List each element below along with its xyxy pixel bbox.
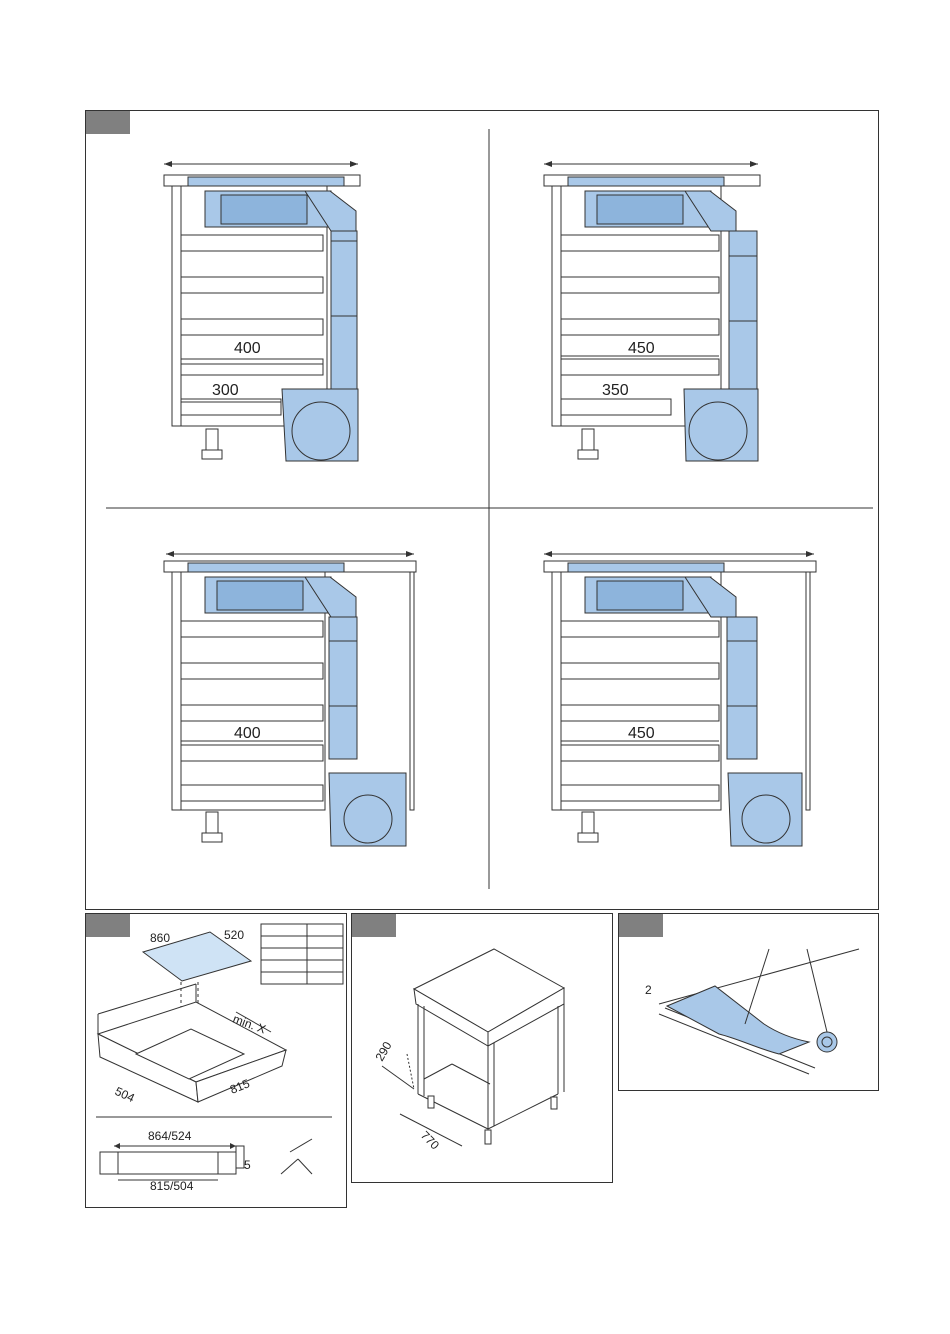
spec-table <box>261 924 343 984</box>
figure-1-drawing: 400 300 <box>86 111 880 911</box>
hob-depth-label: 520 <box>224 928 244 942</box>
figure-1-frame: 400 300 <box>85 110 879 910</box>
panel-a-dim-upper: 400 <box>234 340 261 357</box>
panel-c-cabinet <box>164 551 416 846</box>
panel-d-dim-upper: 450 <box>628 725 655 742</box>
panel-a-cabinet <box>164 161 360 461</box>
panel-c-dim-upper: 400 <box>234 725 261 742</box>
hob-width-label: 860 <box>150 931 170 945</box>
section-bottom-label: 815/504 <box>150 1179 194 1193</box>
panel-d-cabinet <box>544 551 816 846</box>
cabinet-height-label: 290 <box>372 1039 394 1064</box>
figure-2-frame: 860 520 min. X 504 815 864/524 <box>85 913 347 1208</box>
section-top-label: 864/524 <box>148 1129 192 1143</box>
panel-b-dim-lower: 350 <box>602 382 629 399</box>
cabinet-depth-label: 770 <box>418 1128 442 1152</box>
seal-gap-label: 2 <box>645 983 652 997</box>
panel-a-dim-lower: 300 <box>212 382 239 399</box>
figure-4-frame: 2 <box>618 913 879 1091</box>
cut-depth-label: 504 <box>113 1084 137 1105</box>
figure-2-drawing: 860 520 min. X 504 815 864/524 <box>86 914 348 1209</box>
figure-3-drawing: 290 770 <box>352 914 614 1184</box>
figure-3-frame: 290 770 <box>351 913 613 1183</box>
figure-4-drawing: 2 <box>619 914 880 1092</box>
section-depth-label: 5 <box>244 1158 251 1172</box>
panel-b-cabinet <box>544 161 760 461</box>
panel-b-dim-upper: 450 <box>628 340 655 357</box>
